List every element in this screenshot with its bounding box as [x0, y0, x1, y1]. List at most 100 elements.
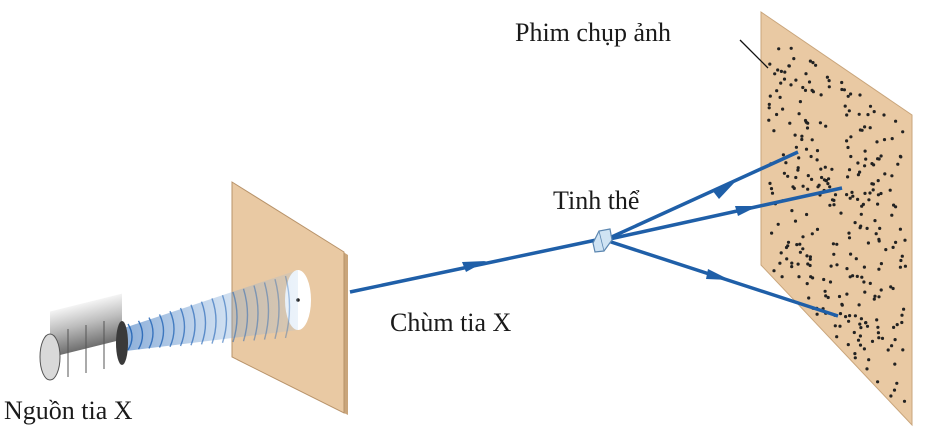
diffraction-spot [829, 264, 833, 268]
diffraction-spot [888, 188, 892, 192]
diffraction-spot [801, 85, 805, 90]
diffraction-spot [840, 80, 844, 85]
diffraction-spot [773, 72, 777, 76]
diffraction-spot [779, 81, 783, 85]
diffraction-spot [815, 312, 819, 316]
diffraction-spot [790, 209, 794, 213]
diffraction-spot [783, 70, 787, 74]
diffraction-spot [902, 399, 907, 403]
diffraction-spot [776, 68, 780, 72]
diffraction-spot [811, 61, 815, 65]
diffraction-spot [845, 113, 849, 117]
diffraction-spot [858, 322, 862, 326]
diffraction-spot [856, 173, 861, 177]
diffraction-spot [872, 297, 876, 301]
diffraction-spot [824, 294, 828, 298]
diffraction-spot [844, 315, 848, 319]
diffraction-spot [848, 196, 852, 200]
diffraction-spot [903, 264, 908, 268]
diffraction-spot [777, 47, 781, 51]
wave-arc [137, 320, 144, 350]
diffraction-spot [815, 149, 820, 153]
diffraction-spot [794, 145, 799, 149]
diffraction-spot [769, 187, 774, 191]
diffraction-spot [794, 175, 798, 180]
diffraction-spot [823, 289, 827, 293]
crystal-label: Tinh thể [553, 186, 640, 215]
diffraction-spot [807, 80, 812, 84]
diffraction-spot [767, 118, 771, 122]
diffraction-spot [782, 171, 787, 175]
diffraction-spot [889, 394, 893, 398]
diffraction-spot [891, 286, 895, 291]
crystal-icon [592, 228, 613, 253]
diffraction-spot [846, 94, 850, 98]
diffraction-spot [856, 161, 860, 165]
diffraction-spot [801, 247, 805, 251]
diffraction-spot [835, 263, 839, 267]
diffraction-spot [838, 312, 843, 316]
x-ray-source-icon [39, 293, 128, 381]
diffraction-spot [801, 184, 805, 188]
diffraction-spot [847, 168, 852, 172]
diffraction-spot [797, 156, 801, 160]
diffraction-spot [877, 336, 881, 340]
diffraction-spot [842, 88, 847, 92]
diffraction-spot [863, 125, 867, 129]
diffraction-spot [892, 325, 896, 329]
diffraction-spot [798, 250, 803, 254]
wave-arc [232, 291, 238, 343]
diffraction-spot [785, 257, 789, 261]
diffraction-spot [877, 157, 881, 161]
diffraction-spot [840, 303, 844, 307]
diffraction-spot [807, 296, 811, 300]
diffraction-spot [803, 88, 808, 92]
diffraction-spot [772, 269, 776, 273]
diffraction-spot [859, 326, 863, 330]
diffraction-spot [879, 154, 883, 158]
diffraction-spot [792, 57, 796, 61]
diffraction-spot [879, 288, 883, 292]
diffraction-spot [775, 89, 779, 93]
diffraction-spot [855, 274, 859, 278]
diffraction-spot [787, 64, 791, 68]
diffraction-spot [797, 112, 801, 116]
diffraction-spot [827, 79, 831, 83]
diffraction-spot [809, 154, 813, 159]
diffraction-spot [851, 274, 855, 278]
diffraction-spot [879, 191, 883, 196]
diffraction-spot [877, 267, 881, 271]
diffraction-spot [868, 104, 873, 108]
diffraction-spot [790, 261, 794, 265]
diffraction-spot [794, 78, 798, 82]
diffraction-spot [874, 232, 878, 236]
wave-arc [242, 288, 249, 342]
diffraction-spot [879, 262, 884, 266]
diffraction-spot [863, 149, 867, 153]
diffraction-spot [835, 335, 839, 339]
diffraction-spot [811, 276, 815, 280]
diffraction-spot [873, 219, 877, 223]
diffraction-spot [894, 240, 898, 244]
diffraction-spot [825, 75, 830, 79]
diffraction-spot [868, 281, 872, 285]
diffraction-spot [876, 193, 881, 197]
wave-arc [148, 317, 154, 349]
diffraction-spot [800, 137, 804, 142]
film-plate [739, 11, 913, 427]
diffraction-spot [858, 93, 862, 97]
diffraction-spot [900, 320, 904, 325]
diffraction-spot [798, 100, 803, 104]
diffraction-spot [775, 112, 779, 117]
diffraction-spot [892, 203, 896, 207]
diffraction-spot [867, 358, 871, 362]
diffraction-spot [824, 179, 829, 183]
diffraction-spot [768, 62, 772, 66]
wave-arc [253, 285, 259, 341]
diffraction-spot [782, 77, 787, 81]
diffraction-spot [858, 226, 862, 230]
diffraction-spot [858, 343, 863, 347]
diffraction-spot [876, 331, 881, 335]
diffraction-spot [778, 95, 782, 99]
diffraction-spot [784, 161, 788, 165]
